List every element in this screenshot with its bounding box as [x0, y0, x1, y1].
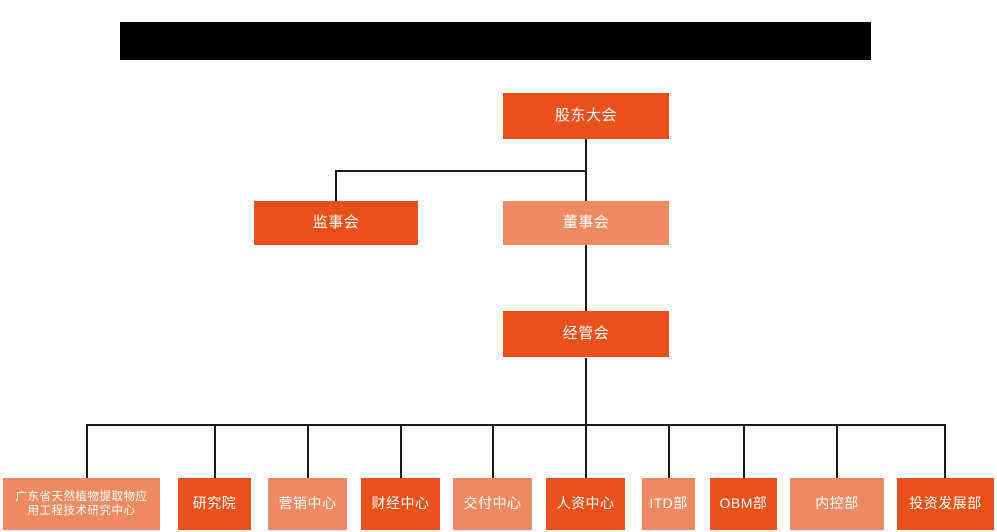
node-label: 内控部 [815, 495, 859, 512]
connector-shareholders-branch-horizontal [335, 170, 587, 172]
node-board-of-directors[interactable]: 董事会 [503, 201, 669, 245]
node-label: 营销中心 [278, 495, 337, 512]
node-label: ITD部 [649, 495, 688, 512]
node-label: 研究院 [192, 495, 237, 512]
node-investment-development-department[interactable]: 投资发展部 [897, 478, 994, 530]
connector-drop-guangdong-research-center [86, 424, 88, 478]
connector-drop-research-institute [214, 424, 216, 478]
connector-bus-horizontal [86, 424, 945, 426]
node-label: 交付中心 [463, 495, 522, 512]
node-internal-control-department[interactable]: 内控部 [790, 478, 884, 530]
connector-management-to-bus [585, 358, 587, 425]
node-management-committee[interactable]: 经管会 [503, 311, 669, 357]
node-finance-center[interactable]: 财经中心 [361, 478, 440, 530]
connector-directors-to-management [585, 243, 587, 311]
connector-to-supervisors [335, 170, 337, 202]
node-label: 监事会 [312, 213, 360, 231]
node-label: 广东省天然植物提取物应 用工程技术研究中心 [15, 490, 148, 517]
connector-drop-internal-control-department [836, 424, 838, 478]
connector-drop-hr-center [585, 424, 587, 478]
node-label: 人资中心 [556, 495, 615, 512]
connector-drop-itd-department [668, 424, 670, 478]
node-label: 投资发展部 [909, 495, 982, 512]
node-hr-center[interactable]: 人资中心 [546, 478, 625, 530]
node-label: 财经中心 [371, 495, 430, 512]
connector-drop-marketing-center [307, 424, 309, 478]
connector-drop-obm-department [743, 424, 745, 478]
node-label: OBM部 [719, 495, 768, 512]
node-shareholders-meeting[interactable]: 股东大会 [503, 93, 669, 139]
connector-drop-delivery-center [492, 424, 494, 478]
node-guangdong-research-center[interactable]: 广东省天然植物提取物应 用工程技术研究中心 [3, 478, 160, 530]
node-delivery-center[interactable]: 交付中心 [453, 478, 532, 530]
redacted-title-bar [120, 22, 871, 60]
connector-drop-investment-development-department [944, 424, 946, 478]
node-label: 经管会 [562, 324, 610, 342]
node-obm-department[interactable]: OBM部 [710, 478, 777, 530]
node-label: 股东大会 [554, 106, 617, 124]
node-itd-department[interactable]: ITD部 [642, 478, 695, 530]
connector-drop-finance-center [400, 424, 402, 478]
node-board-of-supervisors[interactable]: 监事会 [254, 201, 418, 245]
node-marketing-center[interactable]: 营销中心 [268, 478, 347, 530]
node-research-institute[interactable]: 研究院 [178, 478, 251, 530]
node-label: 董事会 [562, 213, 610, 231]
